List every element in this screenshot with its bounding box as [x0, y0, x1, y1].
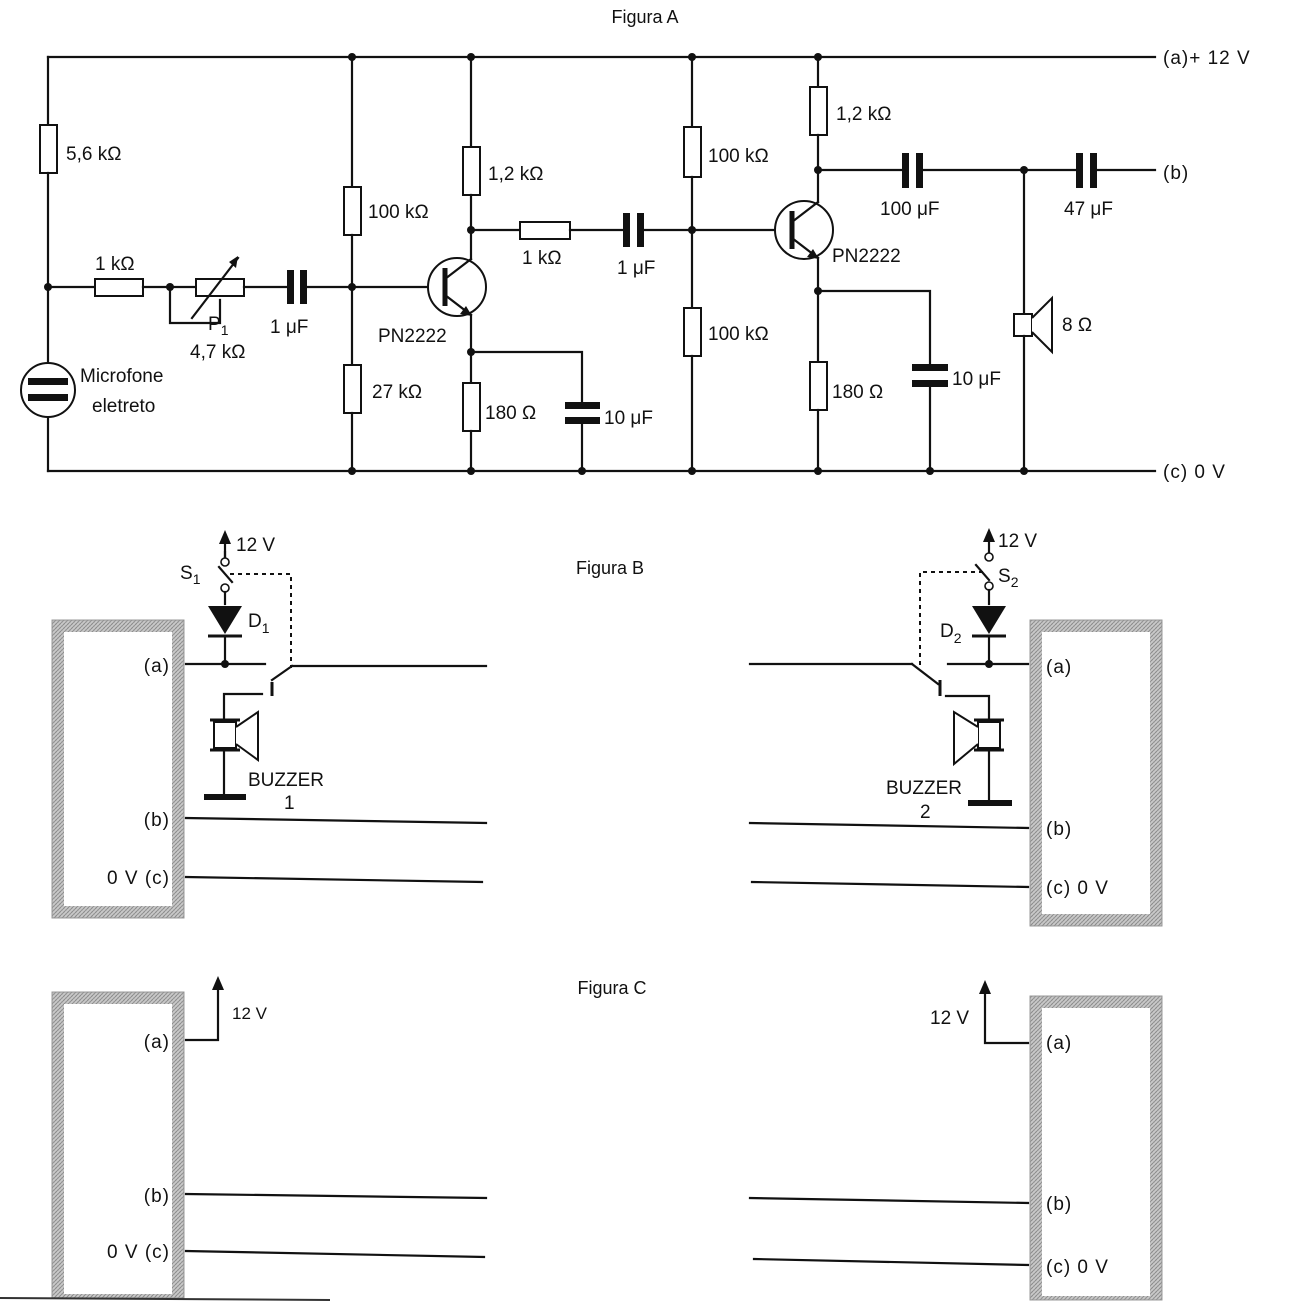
- resistor-100k-bias: [343, 186, 362, 236]
- right-c-terminal-c: (c) 0 V: [1046, 1257, 1109, 1278]
- right-c-terminal-a: (a): [1046, 1033, 1072, 1054]
- resistor-1k2-q2-label: 1,2 kΩ: [836, 104, 891, 125]
- resistor-180-q1: [462, 382, 481, 432]
- left-c-12v-label: 12 V: [232, 1004, 268, 1023]
- buzzer-1-icon: [213, 721, 237, 749]
- transistor-q1-icon: [427, 257, 487, 317]
- resistor-27k: [343, 364, 362, 414]
- left-b-terminal-c: 0 V (c): [107, 868, 170, 889]
- right-b-terminal-b: (b): [1046, 819, 1072, 840]
- resistor-27k-label: 27 kΩ: [372, 382, 422, 403]
- resistor-1k2-q1: [462, 146, 481, 196]
- switch-s1-label: S1: [180, 563, 201, 587]
- left-c-terminal-c: 0 V (c): [107, 1242, 170, 1263]
- resistor-1k-input-label: 1 kΩ: [95, 254, 135, 275]
- resistor-180-q2: [809, 361, 828, 411]
- left-b-terminal-a: (a): [144, 656, 170, 677]
- switch-s2-label: S2: [998, 566, 1019, 590]
- right-b-terminal-a: (a): [1046, 657, 1072, 678]
- diode-d2-label: D2: [940, 621, 962, 646]
- microphone-icon: [20, 362, 76, 418]
- resistor-100k-top-q2-label: 100 kΩ: [708, 146, 769, 167]
- left-c-terminal-a: (a): [144, 1032, 170, 1053]
- rail-12v-label: (a)+ 12 V: [1163, 48, 1251, 69]
- resistor-100k-bottom-q2: [683, 307, 702, 357]
- capacitor-100uf-label: 100 μF: [880, 199, 940, 220]
- scan-edge: [0, 1297, 331, 1301]
- diode-d1-icon: [208, 606, 242, 634]
- speaker-label: 8 Ω: [1062, 315, 1092, 336]
- capacitor-47uf-label: 47 μF: [1064, 199, 1113, 220]
- resistor-100k-bias-label: 100 kΩ: [368, 202, 429, 223]
- buzzer-2-label-1: BUZZER: [886, 778, 962, 799]
- resistor-1k2-q2: [809, 86, 828, 136]
- resistor-100k-bottom-q2-label: 100 kΩ: [708, 324, 769, 345]
- figure-a: Figura A (a)+ 12 V (b) (c) 0 V 5,6 kΩ Mi…: [20, 7, 1251, 483]
- buzzer-1-label-1: BUZZER: [248, 770, 324, 791]
- capacitor-10uf-q2: [912, 364, 948, 371]
- figure-c-title: Figura C: [577, 978, 646, 998]
- capacitor-1uf-coupling-label: 1 μF: [617, 258, 655, 279]
- right-b-switch-link: [919, 571, 983, 666]
- resistor-5k6: [39, 124, 58, 174]
- speaker-icon: [1013, 313, 1033, 337]
- figure-b-title: Figura B: [576, 558, 644, 578]
- resistor-100k-top-q2: [683, 126, 702, 178]
- resistor-1k2-q1-label: 1,2 kΩ: [488, 164, 543, 185]
- capacitor-10uf-q2-label: 10 μF: [952, 369, 1001, 390]
- figure-b: Figura B (a) (b) 0 V (c) 12 V S1 D1: [51, 528, 1163, 927]
- left-b-12v-label: 12 V: [236, 535, 275, 556]
- diode-d2-icon: [972, 606, 1006, 634]
- left-b-12v-arrow-icon: [219, 530, 231, 544]
- figure-a-title: Figura A: [611, 7, 678, 27]
- left-b-switch-link: [230, 573, 292, 668]
- potentiometer-p1-value: 4,7 kΩ: [190, 342, 245, 363]
- rail-b-label: (b): [1163, 163, 1189, 184]
- resistor-1k-coupling-label: 1 kΩ: [522, 248, 562, 269]
- resistor-180-q2-label: 180 Ω: [832, 382, 883, 403]
- rail-0v-label: (c) 0 V: [1163, 462, 1226, 483]
- right-b-12v-arrow-icon: [983, 528, 995, 542]
- right-b-terminal-c: (c) 0 V: [1046, 878, 1109, 899]
- capacitor-1uf-input-label: 1 μF: [270, 317, 308, 338]
- capacitor-1uf-coupling: [623, 213, 630, 247]
- capacitor-1uf-input: [287, 270, 294, 304]
- capacitor-10uf-q1: [565, 402, 600, 409]
- left-c-12v-arrow-icon: [212, 976, 224, 990]
- capacitor-47uf: [1076, 153, 1083, 188]
- potentiometer-p1-name: P1: [208, 314, 229, 338]
- resistor-5k6-label: 5,6 kΩ: [66, 144, 121, 165]
- right-b-12v-label: 12 V: [998, 531, 1037, 552]
- buzzer-2-icon: [977, 721, 1001, 749]
- right-c-terminal-b: (b): [1046, 1194, 1072, 1215]
- capacitor-100uf: [902, 153, 909, 188]
- resistor-1k-input: [94, 278, 144, 297]
- left-b-terminal-b: (b): [144, 810, 170, 831]
- transistor-q2-icon: [774, 200, 834, 260]
- left-c-terminal-b: (b): [144, 1186, 170, 1207]
- transistor-q1-label: PN2222: [378, 326, 447, 347]
- resistor-1k-coupling: [519, 221, 571, 240]
- figure-c: Figura C (a) (b) 0 V (c) 12 V (a) (b) (c…: [51, 976, 1163, 1301]
- switch-s1-icon: [217, 565, 234, 584]
- buzzer-2-label-2: 2: [920, 802, 931, 823]
- microphone-label-2: eletreto: [92, 396, 155, 417]
- microphone-label-1: Microfone: [80, 366, 163, 387]
- capacitor-10uf-q1-label: 10 μF: [604, 408, 653, 429]
- right-c-12v-arrow-icon: [979, 980, 991, 994]
- transistor-q2-label: PN2222: [832, 246, 901, 267]
- right-c-12v-label: 12 V: [930, 1008, 969, 1029]
- buzzer-1-label-2: 1: [284, 793, 295, 814]
- diode-d1-label: D1: [248, 611, 270, 636]
- resistor-180-q1-label: 180 Ω: [485, 403, 536, 424]
